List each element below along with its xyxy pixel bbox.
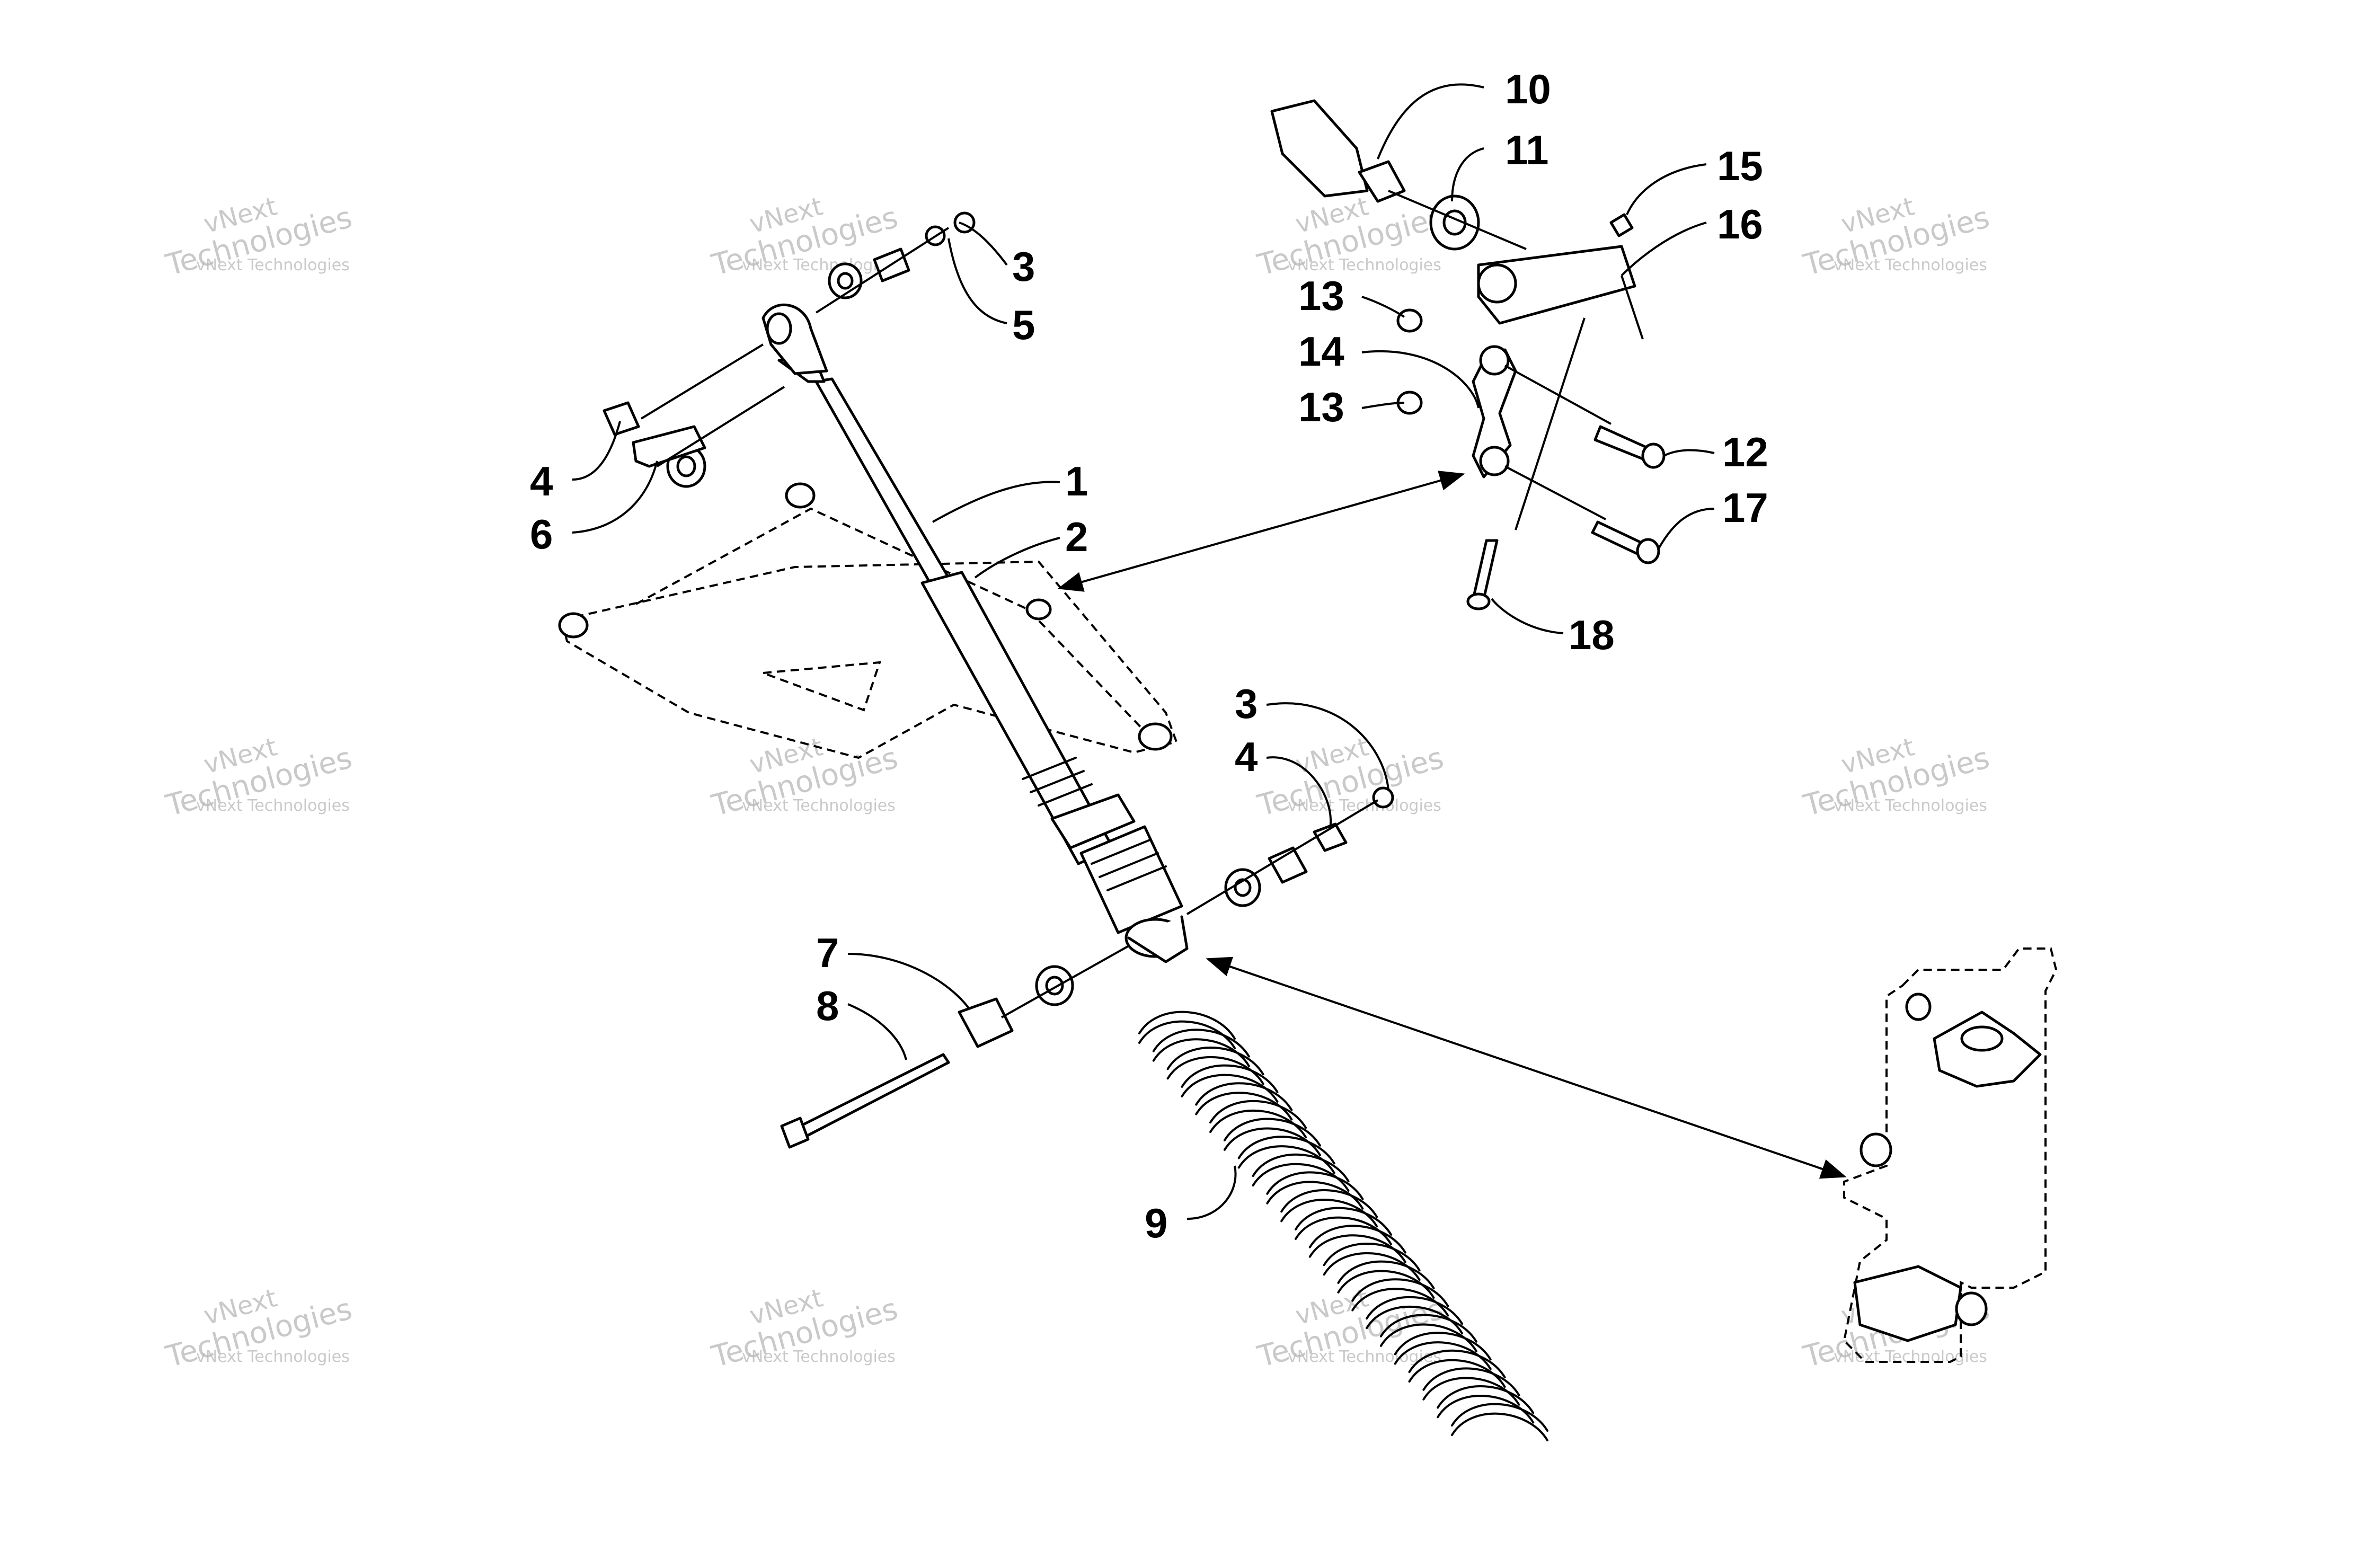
watermark-text: vNext Technologies: [1288, 1348, 1441, 1366]
watermark-text: vNext Technologies: [742, 796, 896, 815]
spring-coils-inner: [1138, 1020, 1548, 1441]
callout-7: 7: [816, 929, 839, 976]
callout-1: 1: [1065, 458, 1088, 504]
callout-18: 18: [1569, 612, 1615, 658]
callout-5: 5: [1012, 302, 1035, 348]
callout-10: 10: [1505, 66, 1551, 112]
long-bolt: [780, 1053, 950, 1149]
watermark-text: vNext Technologies: [196, 256, 350, 274]
watermark-text: vNext Technologies: [742, 1348, 896, 1366]
callout-16: 16: [1717, 201, 1763, 247]
callout-4-upper: 4: [530, 458, 553, 504]
callout-9: 9: [1145, 1200, 1167, 1246]
hardware-upper-right: [815, 211, 976, 314]
watermark-text: vNext Technologies: [742, 256, 896, 274]
callout-3-lower: 3: [1235, 680, 1258, 727]
watermark-text: vNext Technologies: [1288, 256, 1441, 274]
callout-2: 2: [1065, 513, 1088, 560]
callout-13-upper: 13: [1298, 272, 1344, 319]
callout-leaders: [572, 83, 1715, 1220]
watermark-text: vNext Technologies: [196, 796, 350, 815]
callout-13-lower: 13: [1298, 384, 1344, 430]
steering-linkage: [1270, 99, 1666, 610]
hardware-upper-left: [603, 343, 785, 488]
callout-labels: 1 2 3 3 4 4 5 6 7 8 9 10 11 12 13 13 14 …: [530, 66, 1768, 1246]
coil-spring: [1138, 1011, 1548, 1441]
hardware-lower-left: [958, 945, 1129, 1048]
watermark-text: vNext Technologies: [1834, 1348, 1987, 1366]
watermark-text: vNext Technologies: [1288, 796, 1441, 815]
callout-3-upper: 3: [1012, 243, 1035, 290]
spindle-outline: [1843, 947, 2058, 1363]
callout-14: 14: [1298, 328, 1344, 375]
callout-12: 12: [1722, 429, 1768, 475]
callout-11: 11: [1505, 127, 1548, 173]
callout-4-lower: 4: [1235, 733, 1258, 780]
hardware-lower-right: [1186, 786, 1394, 915]
callout-15: 15: [1717, 143, 1763, 189]
callout-17: 17: [1722, 484, 1768, 531]
watermark-text: vNext Technologies: [1834, 796, 1987, 815]
callout-8: 8: [816, 982, 839, 1029]
shock-absorber: [777, 353, 1189, 963]
shock-upper-eye: [762, 303, 828, 375]
callout-6: 6: [530, 511, 553, 557]
assembly-arrows: [1057, 471, 1847, 1179]
watermark-text: vNext Technologies: [196, 1348, 350, 1366]
watermark-text: vNext Technologies: [1834, 256, 1987, 274]
